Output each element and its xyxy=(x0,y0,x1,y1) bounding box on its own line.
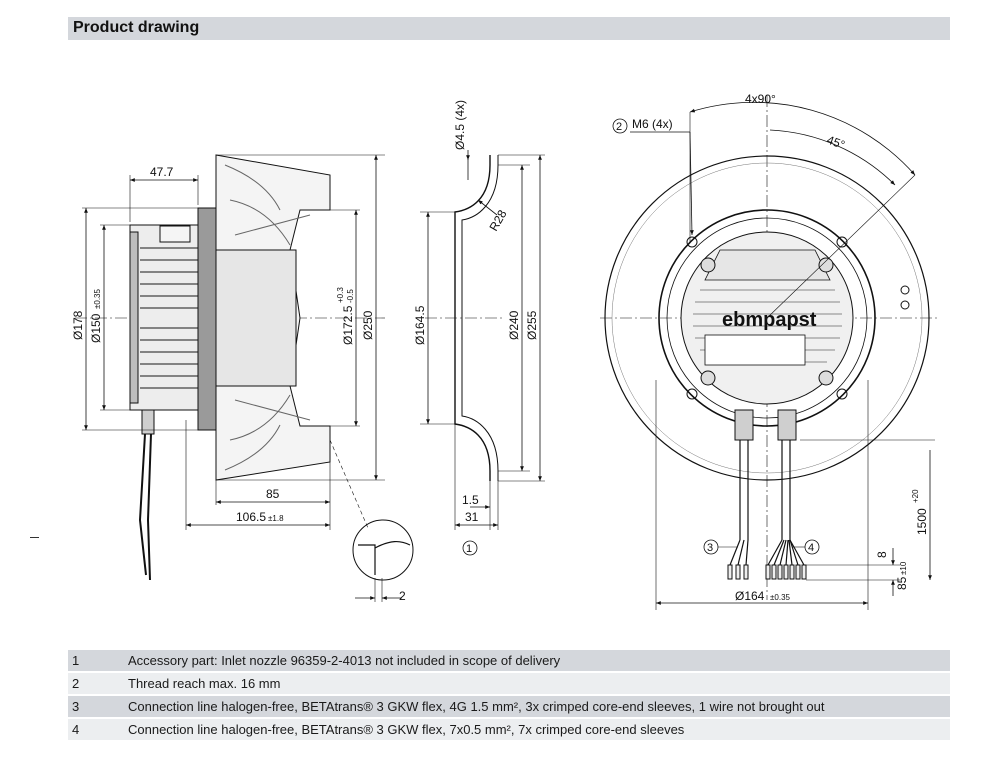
note-number: 4 xyxy=(68,718,124,742)
callout-4: 4 xyxy=(808,542,814,554)
nozzle-view-labels: Ø4.5 (4x) R28 Ø164.5 Ø240 Ø255 1.5 31 1 xyxy=(413,100,539,555)
section-header: Product drawing xyxy=(68,17,950,40)
dim-flange: 1.5 xyxy=(462,493,479,507)
callout-3: 3 xyxy=(707,542,713,554)
dim-cable-length: 1500 xyxy=(915,508,929,535)
note-text: Connection line halogen-free, BETAtrans®… xyxy=(124,718,950,742)
bolt-holes xyxy=(686,236,910,400)
motor-body xyxy=(129,207,217,431)
dim-length-85: 85 xyxy=(266,487,280,501)
dim-bolt-circle: Ø164 xyxy=(735,589,765,603)
cable xyxy=(138,409,155,581)
table-row: 4 Connection line halogen-free, BETAtran… xyxy=(68,718,950,742)
dim-diameter-178: Ø178 xyxy=(71,310,85,340)
thread-label: M6 (4x) xyxy=(632,117,673,131)
dim-sleeve: 85 xyxy=(895,576,909,590)
dim-length-106-tol: ±1.8 xyxy=(268,514,284,523)
dim-diameter-172-tol-lower: -0.5 xyxy=(346,289,355,303)
front-view xyxy=(600,95,940,610)
note-number: 2 xyxy=(68,672,124,696)
detail-gap: 2 xyxy=(399,589,406,603)
note-text: Thread reach max. 16 mm xyxy=(124,672,950,696)
dim-sleeve-tol: ±10 xyxy=(899,561,908,575)
side-view xyxy=(75,154,414,602)
dim-bolt-circle-tol: ±0.35 xyxy=(770,593,791,602)
margin-mark xyxy=(30,537,39,538)
dim-diameter-255: Ø255 xyxy=(525,310,539,340)
note-number: 3 xyxy=(68,695,124,719)
callout-2: 2 xyxy=(616,121,622,133)
note-number: 1 xyxy=(68,650,124,673)
dim-diameter-250: Ø250 xyxy=(361,310,375,340)
dim-hole: Ø4.5 (4x) xyxy=(453,100,467,150)
front-view-labels: 2 M6 (4x) 4x90° 45° ebmpapst 3 4 1500 +2… xyxy=(616,92,929,603)
nozzle-view xyxy=(420,150,545,556)
brand-text: ebmpapst xyxy=(722,309,817,331)
motor-flange xyxy=(658,209,876,427)
dim-diameter-164: Ø164.5 xyxy=(413,305,427,345)
dim-diameter-172: Ø172.5 xyxy=(341,305,355,345)
product-drawing: 47.7 Ø178 Ø150 ±0.35 Ø172.5 +0.3 -0.5 Ø2… xyxy=(71,92,940,610)
table-row: 3 Connection line halogen-free, BETAtran… xyxy=(68,695,950,719)
dim-diameter-172-tol-upper: +0.3 xyxy=(336,287,345,303)
dim-diameter-150-tol: ±0.35 xyxy=(93,288,102,309)
side-view-labels: 47.7 Ø178 Ø150 ±0.35 Ø172.5 +0.3 -0.5 Ø2… xyxy=(71,165,406,603)
dim-strip: 8 xyxy=(875,551,889,558)
dim-length-106: 106.5 xyxy=(236,510,266,524)
dim-radius: R28 xyxy=(486,207,509,233)
dim-overhang: 47.7 xyxy=(150,165,174,179)
table-row: 1 Accessory part: Inlet nozzle 96359-2-4… xyxy=(68,650,950,673)
cables xyxy=(729,440,805,566)
dim-depth: 31 xyxy=(465,510,479,524)
angle-offset: 45° xyxy=(825,133,847,152)
note-text: Connection line halogen-free, BETAtrans®… xyxy=(124,695,950,719)
notes-table: 1 Accessory part: Inlet nozzle 96359-2-4… xyxy=(68,650,950,742)
impeller xyxy=(215,154,331,481)
dim-cable-length-tol: +20 xyxy=(911,489,920,503)
dim-diameter-240: Ø240 xyxy=(507,310,521,340)
callout-1: 1 xyxy=(466,543,472,555)
section-title: Product drawing xyxy=(73,19,200,36)
dim-diameter-150: Ø150 xyxy=(89,313,103,343)
note-text: Accessory part: Inlet nozzle 96359-2-401… xyxy=(124,650,950,673)
table-row: 2 Thread reach max. 16 mm xyxy=(68,672,950,696)
angle-pattern: 4x90° xyxy=(745,92,776,106)
